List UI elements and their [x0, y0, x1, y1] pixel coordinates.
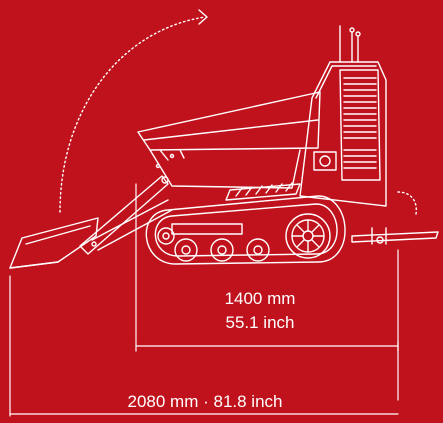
drive-sprocket [285, 213, 331, 259]
road-wheels [157, 227, 270, 262]
overall-dimension: 2080 mm · 81.8 inch [127, 392, 283, 411]
rear-platform [351, 227, 439, 245]
front-bucket [9, 217, 99, 269]
rear-motion-arc [397, 191, 417, 215]
inner-dimension-imperial: 55.1 inch [225, 313, 295, 332]
loader-arms [79, 175, 173, 255]
engine-housing [299, 25, 387, 207]
tip-motion-arrow [59, 9, 208, 213]
inner-dimension-metric: 1400 mm [224, 289, 296, 308]
dump-bed [137, 91, 321, 189]
track-undercarriage [145, 182, 346, 265]
dimension-lines [9, 183, 399, 417]
